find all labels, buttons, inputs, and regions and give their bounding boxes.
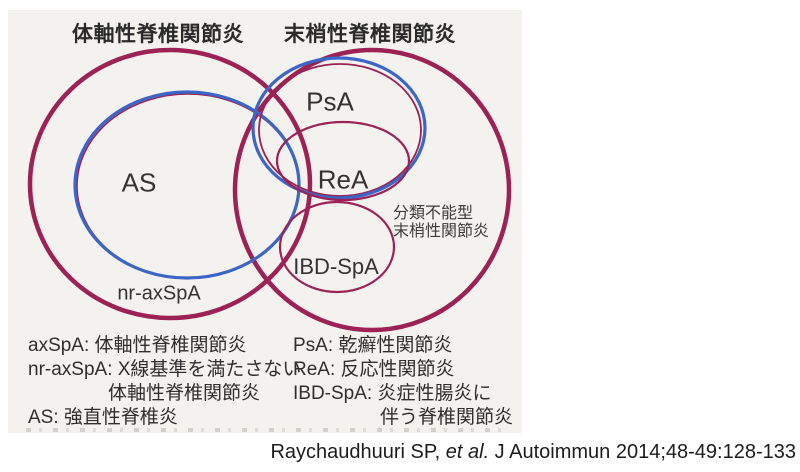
rea-circle — [275, 120, 411, 202]
ibd-spa-label: IBD-SpA — [293, 254, 379, 279]
legend-line-axspa: axSpA: 体軸性脊椎関節炎 — [28, 335, 247, 356]
legend-line-ibdspa: IBD-SpA: 炎症性腸炎に — [293, 383, 492, 404]
axial-group-title: 体軸性脊椎関節炎 — [72, 23, 244, 46]
legend-line-ibdspa-wrap: 伴う脊椎関節炎 — [380, 407, 514, 428]
legend-line-nraxspa-wrap: 体軸性脊椎関節炎 — [108, 383, 261, 404]
psa-inner-maroon-circle — [258, 63, 422, 197]
citation-etal: et al. — [445, 441, 490, 463]
rea-label: ReA — [317, 164, 369, 195]
venn-diagram — [27, 47, 512, 333]
as-blue-circle — [73, 90, 301, 280]
ibd-spa-circle — [278, 200, 396, 294]
citation: Raychaudhuuri SP, et al. J Autoimmun 201… — [270, 441, 796, 464]
unclassified-annotation-line2: 末梢性関節炎 — [393, 223, 490, 240]
legend-peripheral-column: PsA: 乾癬性関節炎 ReA: 反応性関節炎 IBD-SpA: 炎症性腸炎に … — [293, 334, 513, 430]
legend-axial-column: axSpA: 体軸性脊椎関節炎 nr-axSpA: X線基準を満たさない 体軸性… — [28, 334, 301, 430]
axial-spa-outer-circle — [27, 47, 313, 321]
legend-line-psa: PsA: 乾癬性関節炎 — [293, 335, 453, 356]
citation-journal: J Autoimmun 2014;48-49:128-133 — [489, 441, 796, 463]
legend-line-nraxspa: nr-axSpA: X線基準を満たさない — [28, 359, 302, 380]
citation-authors: Raychaudhuuri SP, — [270, 441, 446, 463]
nr-axspa-label: nr-axSpA — [117, 282, 201, 305]
psa-label: PsA — [306, 86, 354, 117]
cropped-text-artifact — [26, 428, 504, 432]
legend-line-rea: ReA: 反応性関節炎 — [293, 359, 455, 380]
unclassified-peripheral-annotation: 分類不能型 末梢性関節炎 — [393, 205, 489, 241]
psa-blue-circle — [251, 56, 427, 200]
unclassified-annotation-line1: 分類不能型 — [393, 205, 474, 222]
peripheral-group-title: 末梢性脊椎関節炎 — [284, 23, 456, 46]
legend-line-as: AS: 強直性脊椎炎 — [28, 407, 178, 428]
venn-panel: 体軸性脊椎関節炎 末梢性脊椎関節炎 AS nr-axSpA PsA ReA IB… — [8, 10, 522, 433]
peripheral-spa-outer-circle — [232, 47, 512, 333]
as-label: AS — [121, 167, 157, 198]
